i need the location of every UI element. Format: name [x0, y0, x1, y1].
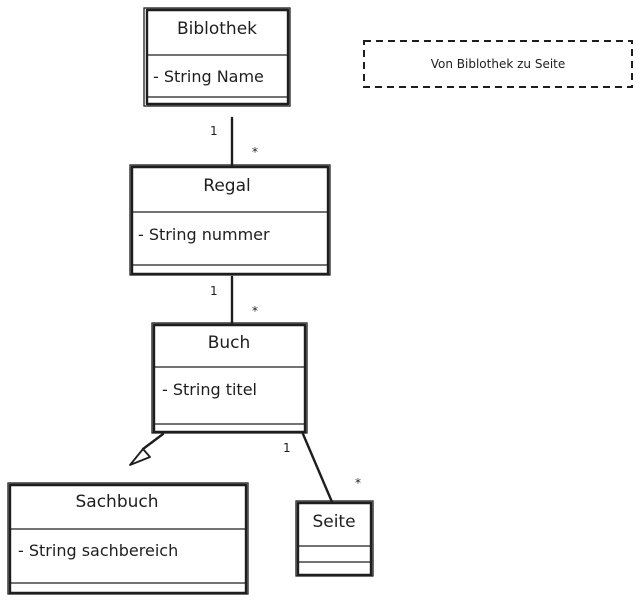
multiplicity-source: 1	[210, 284, 218, 298]
class-seite-name: Seite	[312, 512, 355, 532]
class-regal-name: Regal	[203, 176, 250, 196]
note-text: Von Biblothek zu Seite	[431, 57, 566, 71]
association-line	[301, 432, 334, 504]
multiplicity-target: *	[252, 304, 258, 318]
class-bibliothek-name: Biblothek	[177, 19, 257, 39]
association-buch-seite: 1 *	[283, 432, 361, 504]
class-sachbuch-attribute: - String sachbereich	[18, 541, 178, 560]
class-regal[interactable]: Regal - String nummer	[129, 164, 331, 276]
class-sachbuch-name: Sachbuch	[75, 492, 158, 512]
multiplicity-source: 1	[210, 124, 218, 138]
multiplicity-target: *	[252, 145, 258, 159]
class-buch[interactable]: Buch - String titel	[151, 322, 308, 434]
inheritance-arrowhead-icon	[129, 448, 151, 466]
association-bibliothek-regal: 1 *	[210, 116, 258, 168]
multiplicity-source: 1	[283, 441, 291, 455]
class-sachbuch[interactable]: Sachbuch - String sachbereich	[7, 482, 249, 595]
class-buch-name: Buch	[208, 333, 251, 353]
class-seite[interactable]: Seite	[295, 500, 374, 577]
class-buch-attribute: - String titel	[162, 380, 257, 399]
class-regal-attribute: - String nummer	[138, 225, 270, 244]
generalization-line	[141, 432, 165, 451]
association-regal-buch: 1 *	[210, 275, 258, 326]
note-box[interactable]: Von Biblothek zu Seite	[363, 40, 633, 88]
generalization-buch-sachbuch	[129, 432, 165, 466]
class-bibliothek-attribute: - String Name	[153, 67, 264, 86]
class-bibliothek[interactable]: Biblothek - String Name	[143, 7, 291, 107]
multiplicity-target: *	[355, 476, 361, 490]
